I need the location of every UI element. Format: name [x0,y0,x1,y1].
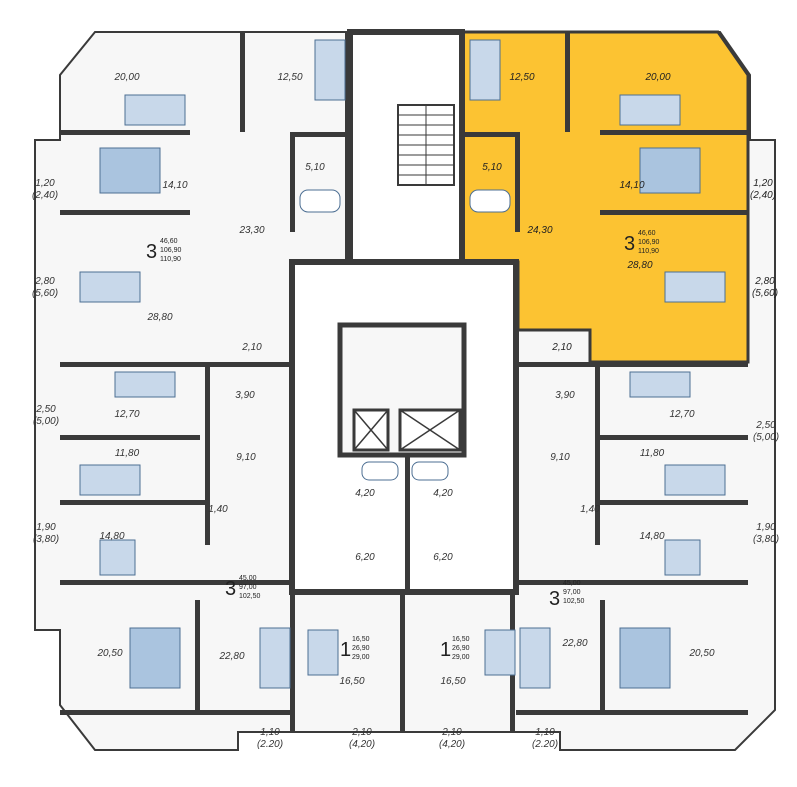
room-area-bedroom: 20,50 [688,648,714,659]
room-area-hall: 6,20 [355,552,375,563]
room-area-bedroom: 14,10 [162,180,187,191]
room-area-room: 16,50 [339,676,364,687]
area-living: 46,60 [160,238,178,245]
room-count: 3 [146,241,157,263]
area-total: 106,90 [638,239,660,246]
elevator-shaft-1 [352,408,390,452]
room-area-room: 16,50 [440,676,465,687]
apartment-badge: 3 46,60 106,90 110,90 [146,238,182,263]
room-area-bath: 4,20 [433,488,453,499]
room-area-bedroom-small: 12,50 [277,72,302,83]
elevator-shaft-2 [398,408,462,452]
room-area-hall: 6,20 [433,552,453,563]
room-area-living: 14,80 [99,531,124,542]
area-with-balcony: 110,90 [160,256,181,263]
balcony-area-alt: (2.20) [257,739,283,750]
room-area-wc: 1,40 [580,504,600,515]
balcony-area-alt: (5,60) [32,288,58,299]
room-area-hall: 24,30 [526,225,552,236]
room-area-bedroom: 12,70 [669,409,694,420]
room-area-bath: 3,90 [235,390,255,401]
room-count: 3 [225,578,236,600]
room-area-wc: 2,10 [241,342,262,353]
balcony-area: 2,50 [35,404,56,415]
apartment-badge: 3 45,00 97,00 102,50 [225,575,261,600]
balcony-area: 1,20 [35,178,55,189]
room-area-kitchen: 28,80 [146,312,172,323]
balcony-area: 2,80 [34,276,55,287]
room-area-bath: 3,90 [555,390,575,401]
balcony-area-alt: (4,20) [349,739,375,750]
furniture [79,39,726,689]
apartment-badge: 3 46,60 106,90 110,90 [624,230,660,255]
room-area-hall: 9,10 [236,452,256,463]
room-count: 3 [624,233,635,255]
balcony-area: 2,10 [351,727,372,738]
room-area-living: 20,00 [644,72,670,83]
stair-steps [398,105,454,185]
room-area-hall: 22,80 [561,638,587,649]
room-area-hall: 9,10 [550,452,570,463]
balcony-area-alt: (2.20) [532,739,558,750]
room-area-bedroom: 14,10 [619,180,644,191]
room-area-living: 20,00 [113,72,139,83]
room-area-bedroom: 12,70 [114,409,139,420]
area-living: 16,50 [452,636,470,643]
balcony-area-alt: (5,00) [33,416,59,427]
room-count: 1 [340,639,351,661]
apartment-badge: 3 45,00 97,00 102,50 [549,580,585,610]
room-area-living: 14,80 [639,531,664,542]
balcony-area: 1,10 [535,727,555,738]
balcony-area: 2,80 [754,276,775,287]
area-living: 46,60 [638,230,656,237]
balcony-area: 1,90 [36,522,56,533]
balcony-area: 1,20 [753,178,773,189]
room-area-kitchen: 11,80 [115,448,140,459]
area-with-balcony: 110,90 [638,248,659,255]
area-living: 45,00 [563,580,581,587]
balcony-area-alt: (4,20) [439,739,465,750]
room-area-kitchen: 11,80 [640,448,665,459]
area-total: 97,00 [563,589,581,596]
area-living: 16,50 [352,636,370,643]
room-area-bedroom-small: 12,50 [509,72,534,83]
area-with-balcony: 29,00 [452,654,470,661]
balcony-area: 1,90 [756,522,776,533]
apartment-badge: 1 16,50 26,90 29,00 [340,636,370,661]
apartment-badge: 1 16,50 26,90 29,00 [440,636,470,661]
room-area-wc: 2,10 [551,342,572,353]
area-with-balcony: 102,50 [239,593,261,600]
balcony-area-alt: (2,40) [750,190,776,201]
balcony-area: 2,50 [755,420,776,431]
room-area-hall: 22,80 [218,651,244,662]
balcony-area: 1,10 [260,727,280,738]
interior-walls [60,32,748,732]
room-area-bath: 5,10 [482,162,502,173]
room-area-bedroom: 20,50 [96,648,122,659]
room-area-kitchen: 28,80 [626,260,652,271]
balcony-area-alt: (5,00) [753,432,779,443]
room-area-hall: 23,30 [238,225,264,236]
room-count: 1 [440,639,451,661]
room-area-wc: 1,40 [208,504,228,515]
room-area-bath: 5,10 [305,162,325,173]
area-total: 26,90 [352,645,370,652]
area-with-balcony: 102,50 [563,598,585,605]
balcony-area-alt: (3,80) [753,534,779,545]
balcony-area-alt: (2,40) [32,190,58,201]
area-with-balcony: 29,00 [352,654,370,661]
balcony-area: 2,10 [441,727,462,738]
balcony-area-alt: (5,60) [752,288,778,299]
area-living: 45,00 [239,575,257,582]
area-total: 106,90 [160,247,182,254]
balcony-area-alt: (3,80) [33,534,59,545]
room-count: 3 [549,588,560,610]
area-total: 97,00 [239,584,257,591]
room-area-bath: 4,20 [355,488,375,499]
area-total: 26,90 [452,645,470,652]
